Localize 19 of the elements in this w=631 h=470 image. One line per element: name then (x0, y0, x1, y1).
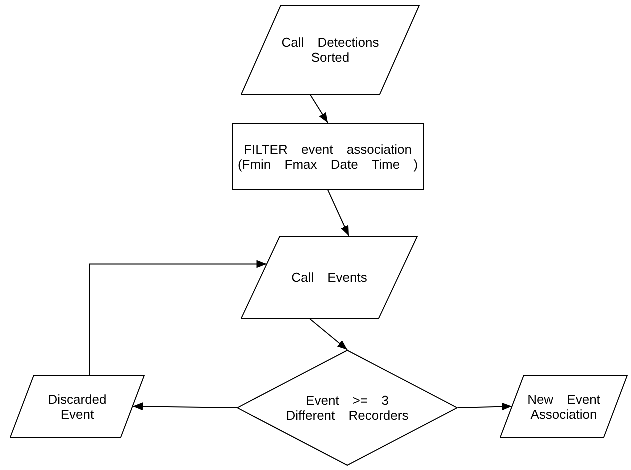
node-text: FILTER event association (244, 142, 412, 156)
node-text: (Fmin Fmax Date Time ) (238, 156, 418, 172)
node-text: Call Detections Sorted (280, 35, 380, 65)
arrow (310, 94, 328, 124)
arrow (89, 260, 268, 376)
arrow (310, 318, 348, 350)
data-parallelogram (500, 375, 628, 438)
data-parallelogram (241, 236, 418, 319)
node-text: Discarded Event (47, 392, 108, 422)
node-text: Event >= 3 Different Recorders (285, 393, 410, 423)
arrow (328, 190, 350, 236)
arrow (132, 402, 238, 411)
node-text: Call Events (292, 270, 368, 285)
process-box (232, 123, 424, 190)
data-parallelogram (10, 375, 145, 438)
arrow (458, 402, 512, 411)
node-text: New Event Association (526, 392, 602, 422)
data-parallelogram (241, 5, 420, 95)
decision-diamond (237, 350, 458, 466)
